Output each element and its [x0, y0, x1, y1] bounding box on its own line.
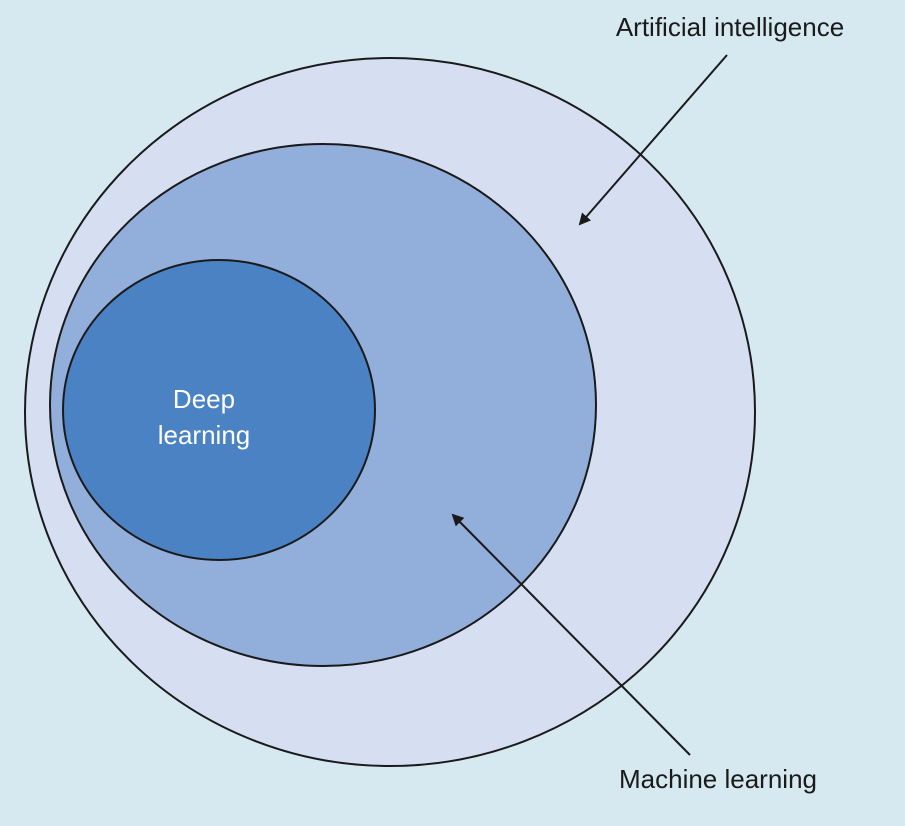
- deep-learning-label-line-2: learning: [158, 420, 251, 450]
- ml-pointer-arrow: [451, 513, 691, 756]
- deep-learning-circle: [62, 259, 376, 561]
- machine-learning-label: Machine learning: [619, 764, 817, 794]
- deep-learning-label-line-1: Deep: [173, 384, 235, 414]
- ai-pointer-arrow: [578, 54, 728, 226]
- artificial-intelligence-label: Artificial intelligence: [616, 12, 844, 42]
